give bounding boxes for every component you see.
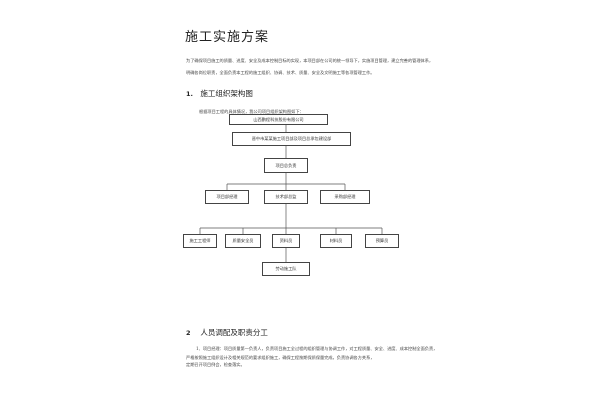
org-box-bottom-2: 质量安全员 [225,234,261,248]
document-title: 施工实施方案 [185,30,270,45]
section-2-title: 人员调配及职责分工 [200,328,268,337]
org-box-department: 晋中市某某施工项目部及项目总承包建设部 [232,132,351,146]
intro-paragraph-line-2: 明确各岗位职责，全面负责本工程的施工组织、协调、技术、质量、安全及文明施工等各项… [186,70,375,75]
intro-paragraph-line-1: 为了确保项目施工的质量、进度、安全及成本控制目标的实现，本项目部在公司的统一领导… [186,58,434,63]
section-1-heading: 1. 施工组织架构图 [186,88,253,99]
section-2-number: 2 [186,329,191,337]
org-box-bottom-1: 施工工程师 [183,234,217,248]
org-box-company: 山西鹏程科技股份有限公司 [229,114,328,125]
org-box-manager: 项目总负责 [264,158,308,173]
org-box-mid-3: 采购部经理 [320,190,370,204]
org-chart-intro: 根据项目工程的具体情况，我公司项目组织架构图如下： [199,109,304,114]
section-1-title: 施工组织架构图 [200,89,253,98]
org-box-mid-2: 技术部总监 [264,190,308,204]
duty-paragraph-line-2: 严格按照施工组织设计及相关规范的要求组织施工，确保工程按期保质保量完成，负责协调… [186,355,375,360]
org-box-bottom-4: 材料员 [320,234,352,248]
org-box-bottom-3: 资料员 [272,234,300,248]
org-box-team: 劳动施工队 [262,262,310,276]
section-1-number: 1. [186,90,193,98]
duty-paragraph-line-1: 1、项目经理：项目质量第一负责人，负责项目施工全过程的组织管理与协调工作，对工程… [196,346,438,351]
org-box-bottom-5: 预算员 [365,234,399,248]
org-box-mid-1: 项目部经理 [205,190,249,204]
section-2-heading: 2 人员调配及职责分工 [186,327,268,338]
duty-paragraph-line-3: 定期召开项目例会，检查落实。 [186,362,245,367]
